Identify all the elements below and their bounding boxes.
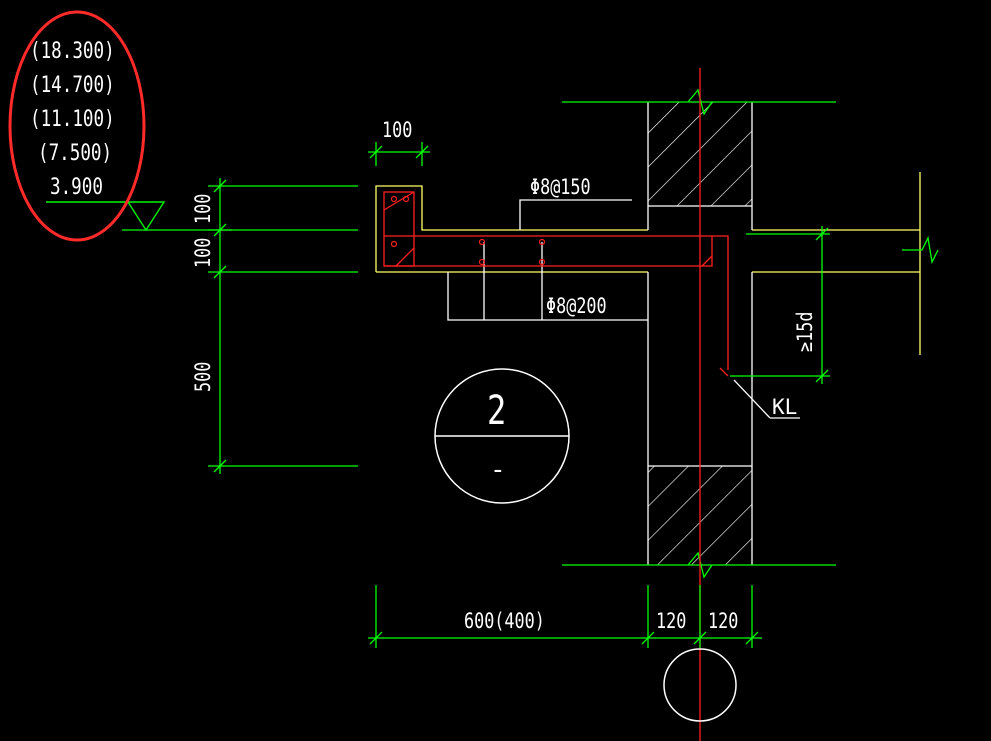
detail-bubble [434,368,570,504]
bottom-dimension-chain [368,585,762,648]
dimension-label: 100 [382,118,412,142]
elevation-marker [46,201,358,232]
dimension-label: 100 [191,194,215,224]
break-symbol [687,88,939,579]
beam-label: KL [772,395,797,419]
dimension-label: 120 [708,609,738,633]
anchorage-dimension [730,226,830,384]
rebar-label-bottom: Φ8@200 [546,294,607,318]
dimension-label: 500 [191,362,215,392]
axis-bubble [663,648,737,722]
elevation-list: (18.300) (14.700) (11.100) (7.500) 3.900 [30,38,115,199]
elevation-label: (11.100) [30,106,115,131]
dimension-label: 100 [191,238,215,268]
detail-sheet: - [490,455,506,485]
elevation-label: (7.500) [38,140,112,165]
rebar-dots [390,195,546,266]
dimension-label: 120 [656,609,686,633]
dimension-label: 600(400) [464,609,545,633]
top-dimension [368,142,430,166]
slab-edge-outline [375,172,921,355]
elevation-label: (14.700) [30,72,115,97]
elevation-label: 3.900 [50,174,103,199]
elevation-label: (18.300) [30,38,115,63]
floor-lines [562,101,836,566]
dimension-label: ≥15d [793,312,817,352]
detail-number: 2 [487,386,506,433]
left-dimension-chain [208,178,358,474]
highlight-circle [8,10,146,242]
beam-leader [733,379,800,419]
rebar-label-top: Φ8@150 [530,175,591,199]
